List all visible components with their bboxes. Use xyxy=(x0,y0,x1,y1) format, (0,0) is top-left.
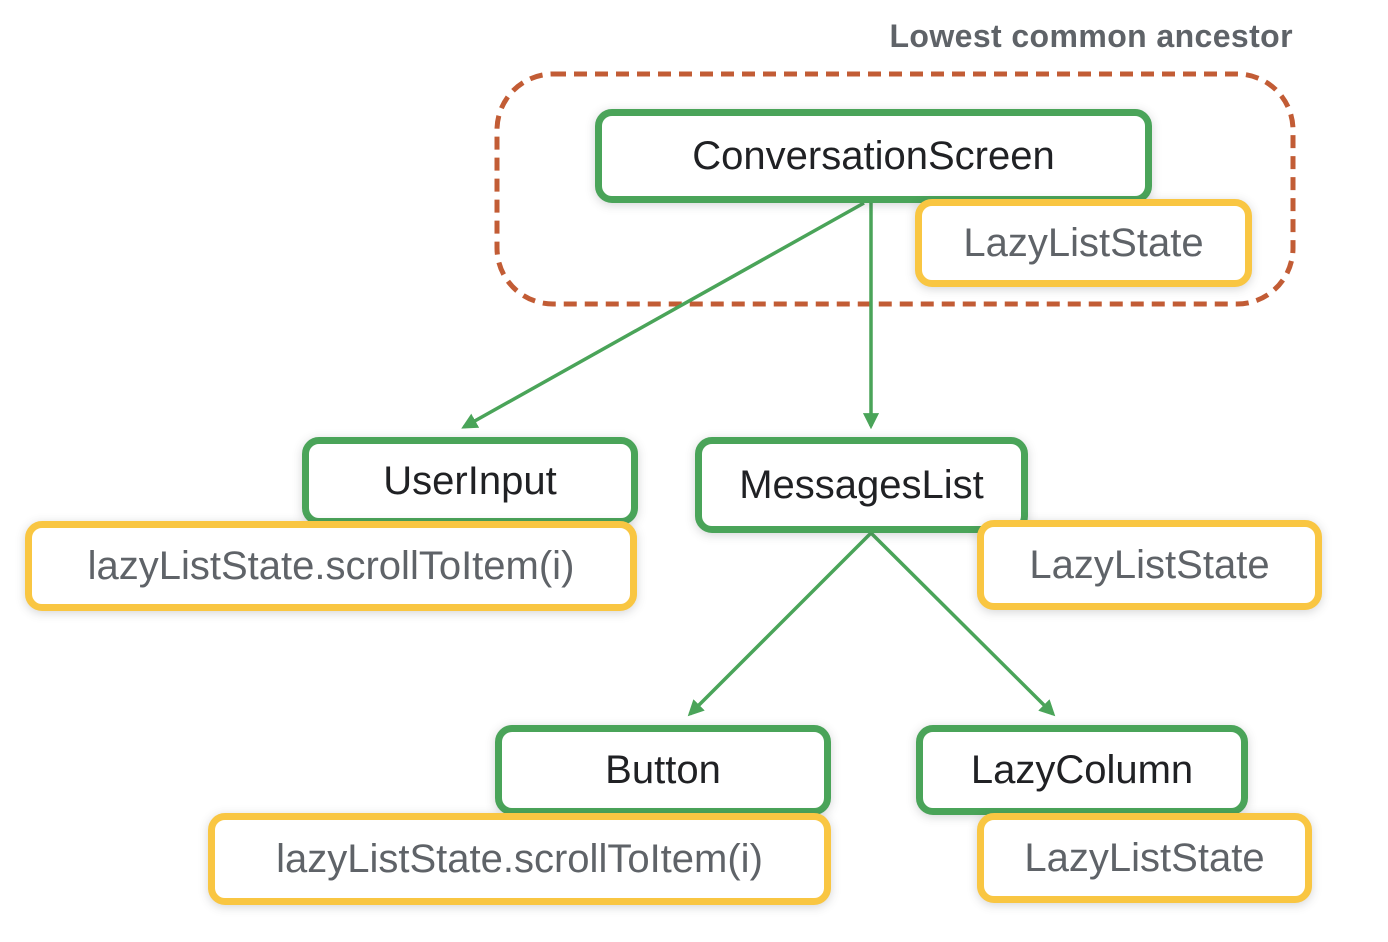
state-label: LazyListState xyxy=(963,220,1204,265)
lowest-common-ancestor-boundary xyxy=(494,71,1296,307)
edge-messageslist-to-button xyxy=(687,531,873,717)
lowest-common-ancestor-label: Lowest common ancestor xyxy=(889,18,1293,54)
node-user-input: UserInput xyxy=(302,437,638,525)
state-user-input-scrolltoitem: lazyListState.scrollToItem(i) xyxy=(25,521,637,611)
node-lazy-column-label: LazyColumn xyxy=(970,747,1194,792)
state-conversation-screen-lazyliststate: LazyListState xyxy=(915,199,1252,287)
node-messages-list: MessagesList xyxy=(695,437,1028,533)
state-lazy-column-lazyliststate: LazyListState xyxy=(977,813,1312,903)
node-user-input-label: UserInput xyxy=(383,458,557,503)
node-button-label: Button xyxy=(605,747,721,792)
node-messages-list-label: MessagesList xyxy=(739,462,984,507)
state-messages-list-lazyliststate: LazyListState xyxy=(977,520,1322,610)
state-button-scrolltoitem: lazyListState.scrollToItem(i) xyxy=(208,813,831,905)
edge-messageslist-to-lazycolumn xyxy=(869,531,1056,717)
node-button: Button xyxy=(495,725,831,815)
state-label: lazyListState.scrollToItem(i) xyxy=(87,543,575,588)
edge-conversationscreen-to-userinput xyxy=(461,201,865,429)
node-conversation-screen: ConversationScreen xyxy=(595,109,1152,203)
node-lazy-column: LazyColumn xyxy=(916,725,1248,815)
state-label: LazyListState xyxy=(1029,542,1270,587)
state-label: LazyListState xyxy=(1024,835,1265,880)
node-conversation-screen-label: ConversationScreen xyxy=(692,133,1055,178)
state-label: lazyListState.scrollToItem(i) xyxy=(276,836,763,881)
